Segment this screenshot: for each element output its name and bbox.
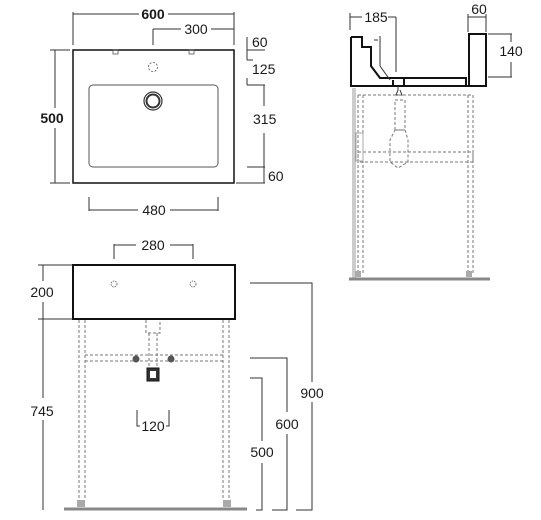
dim-front-waste-spacing: 120	[141, 418, 165, 434]
dim-top-bowl-width: 480	[142, 202, 166, 218]
top-bowl-outline	[88, 84, 219, 168]
dim-front-tap-spacing: 280	[141, 237, 165, 253]
dim-top-rim-front: 60	[268, 168, 284, 184]
top-mount-mark-left	[112, 49, 119, 55]
dim-top-bowl-depth: 315	[253, 111, 277, 127]
dim-top-width: 600	[141, 6, 165, 22]
dim-top-depth: 500	[40, 110, 64, 126]
side-view: 185 60 140	[349, 1, 523, 281]
top-drain	[143, 91, 163, 111]
dim-front-waste-height: 500	[250, 444, 274, 460]
dim-side-height: 140	[499, 43, 523, 59]
dim-side-depth: 185	[364, 9, 388, 25]
dim-front-basin-height: 200	[30, 284, 54, 300]
dim-top-drain-offset: 300	[184, 21, 208, 37]
dim-front-rim-height: 745	[30, 403, 54, 419]
dim-top-tap-offset: 125	[252, 61, 276, 77]
dim-front-total-height: 900	[300, 385, 324, 401]
dim-front-shelf-height: 600	[275, 416, 299, 432]
side-basin-profile	[350, 33, 487, 87]
top-view: 600 300 60 125 315 60	[40, 6, 283, 218]
top-tap-hole	[148, 62, 158, 72]
front-basin	[72, 264, 236, 320]
front-view: 280 120 200 745 900 600 500	[30, 237, 324, 511]
dim-side-rim: 60	[471, 1, 487, 17]
top-mount-mark-right	[188, 49, 195, 55]
dim-top-rim-back: 60	[252, 34, 268, 50]
